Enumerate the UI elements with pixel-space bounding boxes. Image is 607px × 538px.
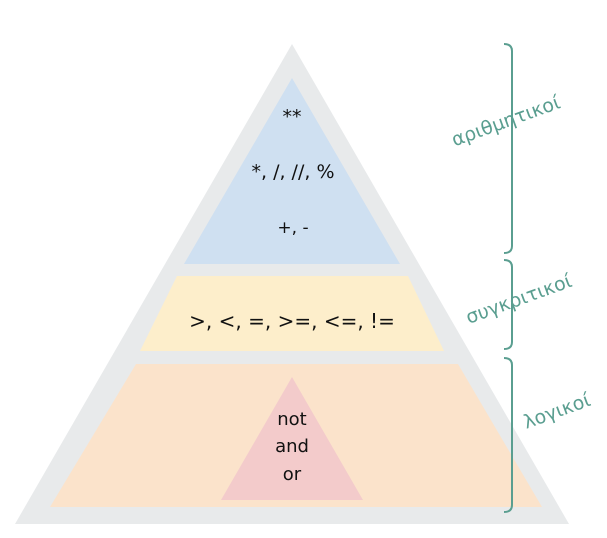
- comparison-bracket: [503, 259, 513, 350]
- logical-operator-or: or: [283, 464, 302, 485]
- arithmetic-operator-multiplicative: *, /, //, %: [252, 161, 335, 183]
- arithmetic-tier: [184, 78, 400, 264]
- comparison-operators: >, <, =, >=, <=, !=: [189, 309, 395, 333]
- logical-bracket: [503, 357, 513, 513]
- logical-operator-and: and: [275, 436, 309, 457]
- arithmetic-bracket: [503, 43, 513, 254]
- arithmetic-operator-power: **: [283, 106, 302, 128]
- comparison-tier: [140, 276, 444, 351]
- logical-operator-not: not: [277, 409, 306, 430]
- comparison-label: συγκριτικοί: [463, 270, 575, 329]
- arithmetic-label: αριθμητικοί: [449, 91, 564, 151]
- arithmetic-operator-additive: +, -: [277, 218, 308, 238]
- logical-label: λογικοί: [520, 389, 594, 434]
- logical-inner-triangle: [221, 377, 363, 500]
